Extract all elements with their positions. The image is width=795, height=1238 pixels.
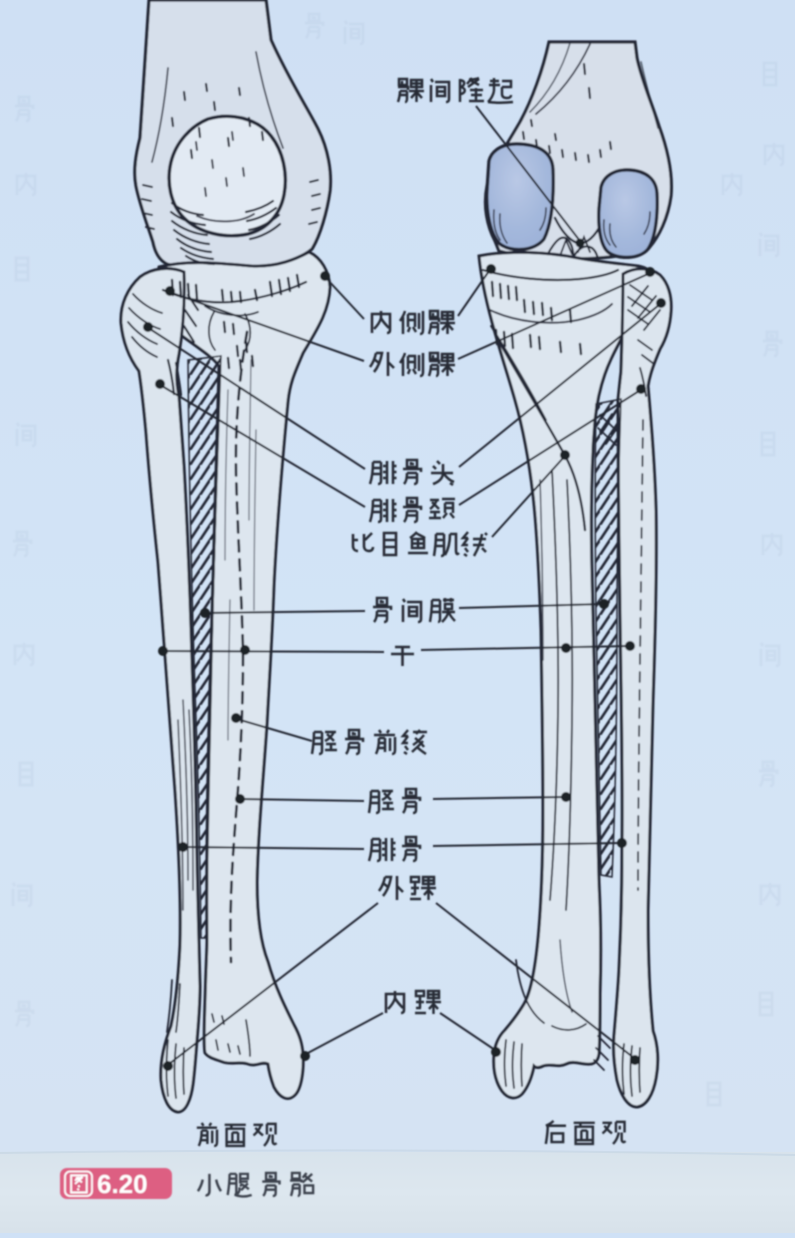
svg-text:6.20: 6.20: [97, 1169, 148, 1199]
